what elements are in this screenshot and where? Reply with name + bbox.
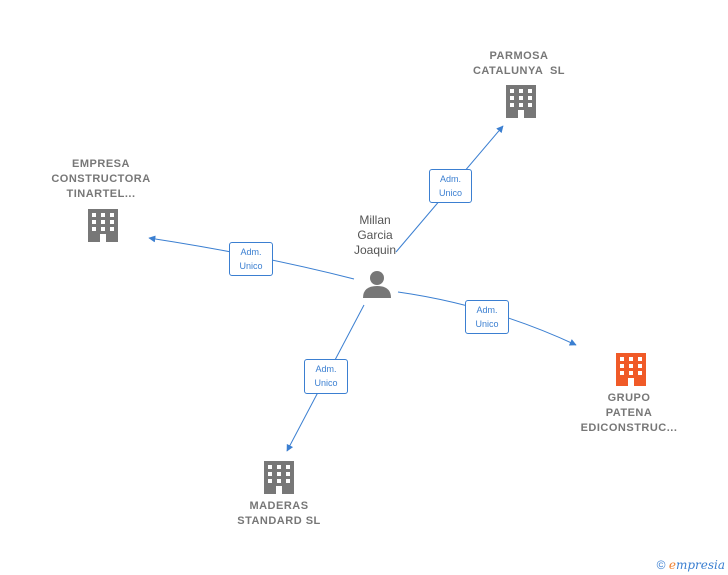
relation-label-line: Unico: [438, 188, 462, 198]
person-icon[interactable]: [363, 271, 391, 298]
company-label-maderas[interactable]: MADERAS STANDARD SL: [214, 499, 344, 529]
relation-label-line: Unico: [475, 319, 499, 329]
company-label-line: EMPRESA: [72, 158, 130, 170]
person-name[interactable]: Millan Garcia Joaquin: [340, 213, 410, 258]
brand-logo-e: e: [668, 558, 676, 572]
relation-label-line: Adm.: [439, 174, 461, 184]
building-icon[interactable]: [616, 353, 646, 386]
company-label-line: PATENA: [605, 407, 653, 419]
copyright-icon: ©: [656, 558, 666, 572]
relation-label-line: Adm.: [476, 305, 498, 315]
relation-label-line: Unico: [239, 261, 263, 271]
company-label-line: PARMOSA: [489, 50, 549, 62]
relation-label-grupo[interactable]: Adm. Unico: [465, 300, 509, 334]
copyright-footer: © empresia: [657, 558, 725, 572]
building-icon[interactable]: [506, 85, 536, 118]
company-label-grupo[interactable]: GRUPO PATENA EDICONSTRUC...: [564, 391, 694, 436]
company-label-line: MADERAS: [249, 500, 309, 512]
person-name-line: Garcia: [357, 228, 393, 242]
company-label-line: EDICONSTRUC...: [580, 422, 678, 434]
company-label-empresa[interactable]: EMPRESA CONSTRUCTORA TINARTEL...: [36, 157, 166, 202]
company-label-line: TINARTEL...: [66, 188, 136, 200]
person-name-line: Millan: [359, 213, 391, 227]
building-icon[interactable]: [88, 209, 118, 242]
relation-label-line: Unico: [314, 378, 338, 388]
person-name-line: Joaquin: [353, 243, 397, 257]
relation-label-line: Adm.: [315, 364, 337, 374]
relation-label-empresa[interactable]: Adm. Unico: [229, 242, 273, 276]
company-label-line: STANDARD SL: [237, 515, 321, 527]
relation-label-line: Adm.: [240, 247, 262, 257]
company-label-line: CATALUNYA SL: [472, 65, 566, 77]
relation-label-parmosa[interactable]: Adm. Unico: [429, 169, 472, 203]
company-label-line: GRUPO: [607, 392, 651, 404]
company-label-line: CONSTRUCTORA: [51, 173, 151, 185]
brand-logo-text: mpresia: [675, 558, 725, 572]
building-icon[interactable]: [264, 461, 294, 494]
company-label-parmosa[interactable]: PARMOSA CATALUNYA SL: [449, 49, 589, 79]
relation-label-maderas[interactable]: Adm. Unico: [304, 359, 348, 394]
